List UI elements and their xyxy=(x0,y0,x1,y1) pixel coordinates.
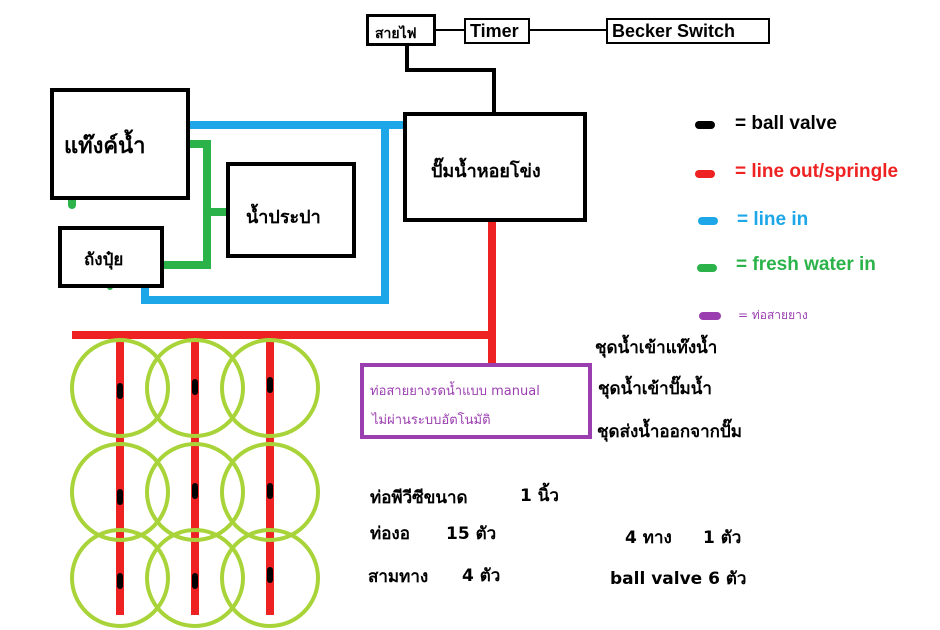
line-out-legend-label: = line out/springle xyxy=(735,161,899,182)
water-tank-label: แท๊งค์น้ำ xyxy=(64,134,146,159)
power-cable-label: สายไฟ xyxy=(375,26,417,42)
hose-legend-swatch xyxy=(699,312,721,320)
tee-value: 4 ตัว xyxy=(462,566,501,586)
sprinkler-circle xyxy=(220,528,320,628)
ball-valves xyxy=(117,377,273,589)
ball-valve-legend-label: = ball valve xyxy=(735,113,837,134)
line-in-legend-label: = line in xyxy=(737,209,809,230)
line-out-legend-swatch xyxy=(695,170,715,178)
manual-hose-box: ท่อสายยางรดน้ำแบบ manual ไม่ผ่านระบบอัตโ… xyxy=(360,363,592,439)
timer-label: Timer xyxy=(470,21,519,41)
tap-water-box: น้ำประปา xyxy=(226,162,356,258)
sprinkler-coverage xyxy=(70,338,320,628)
cross-label: 4 ทาง xyxy=(625,528,672,548)
fertilizer-tank-label: ถังปุ๋ย xyxy=(84,250,124,270)
fresh-water-legend-label: = fresh water in xyxy=(736,254,876,275)
sprinkler-circle xyxy=(145,338,245,438)
line-in-legend-swatch xyxy=(698,217,718,225)
breaker-switch-label: Becker Switch xyxy=(612,21,736,41)
elbow-label: ท่องอ xyxy=(370,524,410,544)
pump-outlet-set-label: ชุดส่งน้ำออกจากปั๊ม xyxy=(597,422,742,442)
sprinkler-circle xyxy=(220,338,320,438)
sprinkler-circle xyxy=(70,442,170,542)
ball-valve-count: ball valve 6 ตัว xyxy=(610,569,747,589)
sprinkler-circle xyxy=(145,442,245,542)
manual-hose-line1: ท่อสายยางรดน้ำแบบ manual xyxy=(370,384,540,399)
pump-box: ปั๊มน้ำหอยโข่ง xyxy=(403,112,587,222)
sprinkler-circle xyxy=(70,528,170,628)
timer-box: Timer xyxy=(464,18,530,44)
power-cable-box: สายไฟ xyxy=(366,14,436,46)
fertilizer-tank-box: ถังปุ๋ย xyxy=(58,226,164,288)
sprinkler-circle xyxy=(70,338,170,438)
pvc-pipe-label: ท่อพีวีซีขนาด xyxy=(370,488,468,508)
elbow-value: 15 ตัว xyxy=(446,524,497,544)
tap-water-label: น้ำประปา xyxy=(246,207,321,228)
pvc-pipe-value: 1 นิ้ว xyxy=(520,486,559,506)
wire-power-to-pump xyxy=(405,45,496,116)
ball-valve-legend-swatch xyxy=(695,121,715,129)
pump-label: ปั๊มน้ำหอยโข่ง xyxy=(431,161,541,182)
water-tank-box: แท๊งค์น้ำ xyxy=(50,88,190,200)
tank-inlet-set-label: ชุดน้ำเข้าแท๊งน้ำ xyxy=(595,338,718,358)
manual-hose-line2: ไม่ผ่านระบบอัตโนมัติ xyxy=(372,413,491,428)
sprinkler-circle xyxy=(220,442,320,542)
breaker-switch-box: Becker Switch xyxy=(606,18,770,44)
cross-value: 1 ตัว xyxy=(703,528,742,548)
pump-inlet-set-label: ชุดน้ำเข้าปั๊มน้ำ xyxy=(598,379,712,399)
sprinkler-circle xyxy=(145,528,245,628)
tee-label: สามทาง xyxy=(368,567,429,587)
fresh-water-legend-swatch xyxy=(697,264,717,272)
hose-legend-label: = ท่อสายยาง xyxy=(738,308,808,322)
